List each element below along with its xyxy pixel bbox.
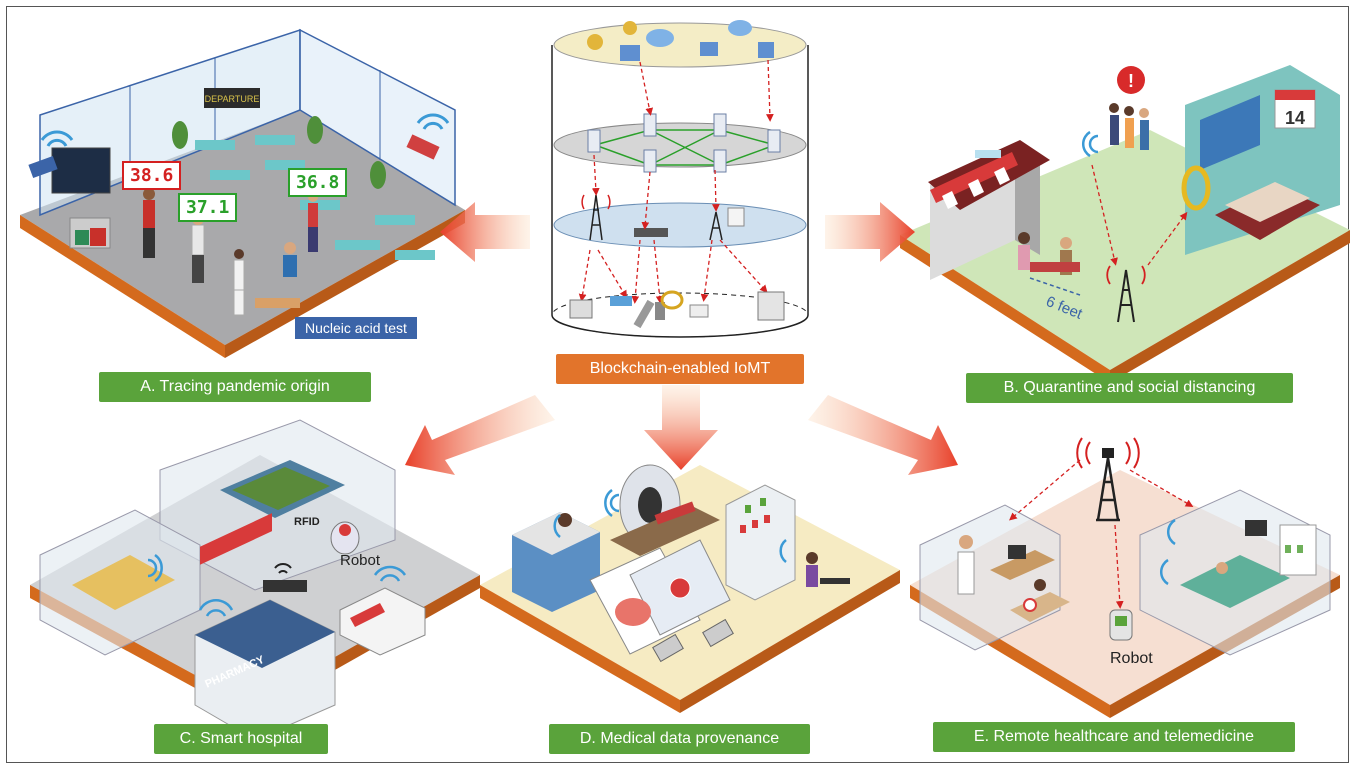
temperature-reading-2: 37.1 <box>178 193 238 222</box>
calendar-day: 14 <box>1285 108 1305 128</box>
temperature-reading-3: 36.8 <box>288 168 348 197</box>
temperature-reading-1: 38.6 <box>122 161 182 190</box>
nucleic-acid-test-tag: Nucleic acid test <box>295 317 417 339</box>
flow-arrows <box>405 202 958 475</box>
panel-e-label: E. Remote healthcare and telemedicine <box>933 722 1295 752</box>
panel-a-label: A. Tracing pandemic origin <box>99 372 371 402</box>
panel-b-label: B. Quarantine and social distancing <box>966 373 1293 403</box>
panel-d-label: D. Medical data provenance <box>549 724 810 754</box>
svg-text:!: ! <box>1128 71 1134 91</box>
departure-sign: DEPARTURE <box>205 94 260 104</box>
robot-label-c: Robot <box>340 552 381 569</box>
panel-c-label: C. Smart hospital <box>154 724 328 754</box>
panel-b-quarantine: 14 ! 6 feet <box>900 65 1350 383</box>
center-label: Blockchain-enabled IoMT <box>556 354 804 384</box>
panel-e-telemedicine <box>910 437 1340 718</box>
center-blockchain-cylinder <box>551 20 809 338</box>
panel-c-hospital: PHARMACY RFID <box>30 419 480 741</box>
rfid-label: RFID <box>294 516 320 528</box>
panel-d-provenance <box>480 464 900 713</box>
robot-label-e: Robot <box>1110 650 1153 667</box>
panel-a-airport: DEPARTURE <box>20 28 465 358</box>
figure-border <box>6 6 1349 763</box>
